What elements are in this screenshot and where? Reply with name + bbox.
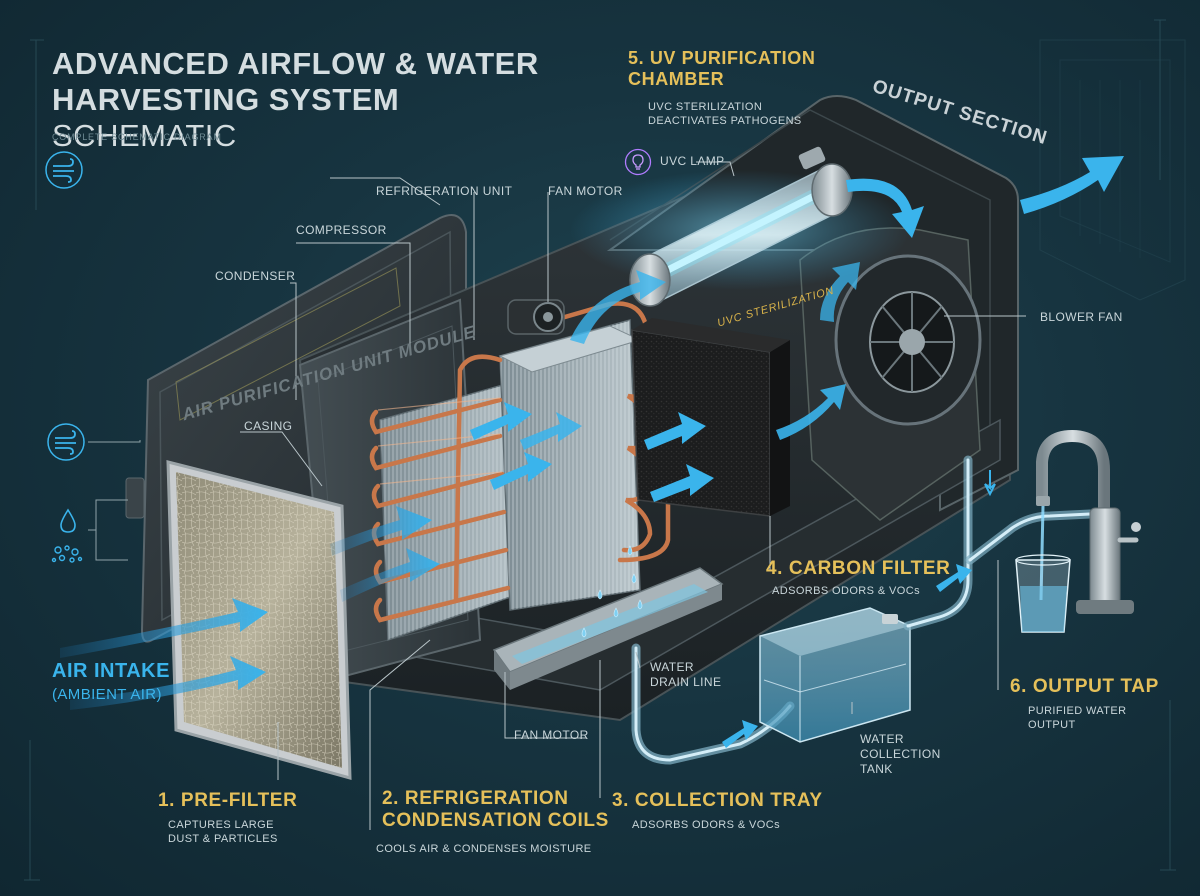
step-6-desc: PURIFIED WATER OUTPUT [1028, 705, 1127, 731]
step-2-title: 2. REFRIGERATION CONDENSATION COILS [382, 788, 609, 831]
uv-chamber [570, 146, 910, 307]
label-water-collection-tank: WATER COLLECTION TANK [860, 732, 941, 776]
label-uvc-lamp: UVC LAMP [660, 154, 725, 168]
step-1-title: 1. PRE-FILTER [158, 790, 298, 811]
step-3-title: 3. COLLECTION TRAY [612, 790, 823, 811]
particles-icon [51, 545, 83, 563]
title-bold: ADVANCED AIRFLOW & WATER HARVESTING SYST… [52, 46, 539, 117]
water-drop-icon [60, 508, 76, 533]
step-1-desc: CAPTURES LARGE DUST & PARTICLES [168, 819, 278, 845]
label-air-intake: AIR INTAKE [52, 660, 170, 682]
label-compressor: COMPRESSOR [296, 223, 387, 237]
label-blower-fan: BLOWER FAN [1040, 310, 1123, 324]
carbon-filter-block [631, 318, 790, 517]
copper-pipes [369, 301, 671, 623]
left-icon-frames [88, 440, 141, 561]
page-title: ADVANCED AIRFLOW & WATER HARVESTING SYST… [52, 46, 572, 154]
step-6-title: 6. OUTPUT TAP [1010, 676, 1159, 697]
label-condenser: CONDENSER [215, 269, 296, 283]
label-fan-motor-top: FAN MOTOR [548, 184, 623, 198]
output-pipe [903, 455, 1095, 631]
wind-icon [45, 151, 83, 189]
airflow-arrows [60, 156, 1124, 748]
condenser-coil-block [379, 319, 642, 642]
wind-icon [47, 423, 85, 461]
water-drops [581, 545, 643, 638]
collection-tray [492, 567, 724, 690]
step-4-desc: ADSORBS ODORS & VOCs [772, 585, 920, 597]
label-water-drain-line: WATER DRAIN LINE [650, 660, 722, 689]
title-light: SCHEMATIC [52, 118, 237, 153]
water-collection-tank [759, 607, 911, 743]
label-refrigeration-unit: REFRIGERATION UNIT [376, 184, 513, 198]
pre-filter-panel [166, 460, 352, 780]
step-3-desc: ADSORBS ODORS & VOCs [632, 819, 780, 831]
uv-lamp-icon [624, 148, 652, 176]
water-glass [1015, 554, 1071, 633]
fan-motor-top [507, 299, 565, 335]
leader-lines [240, 161, 1026, 830]
step-5-desc: UVC STERILIZATION DEACTIVATES PATHOGENS [648, 101, 802, 127]
step-5-title: 5. UV PURIFICATION CHAMBER [628, 48, 816, 89]
page-subtitle: COMPLETE SCHEMATIC DIAGRAM [52, 132, 222, 142]
step-4-title: 4. CARBON FILTER [766, 558, 951, 579]
step-2-desc: COOLS AIR & CONDENSES MOISTURE [376, 843, 592, 855]
blower-fan [799, 227, 982, 521]
label-casing: CASING [244, 419, 293, 433]
label-fan-motor-bottom: FAN MOTOR [514, 728, 589, 742]
label-air-intake-sub: (AMBIENT AIR) [52, 686, 162, 703]
output-tap-faucet [1036, 429, 1141, 614]
